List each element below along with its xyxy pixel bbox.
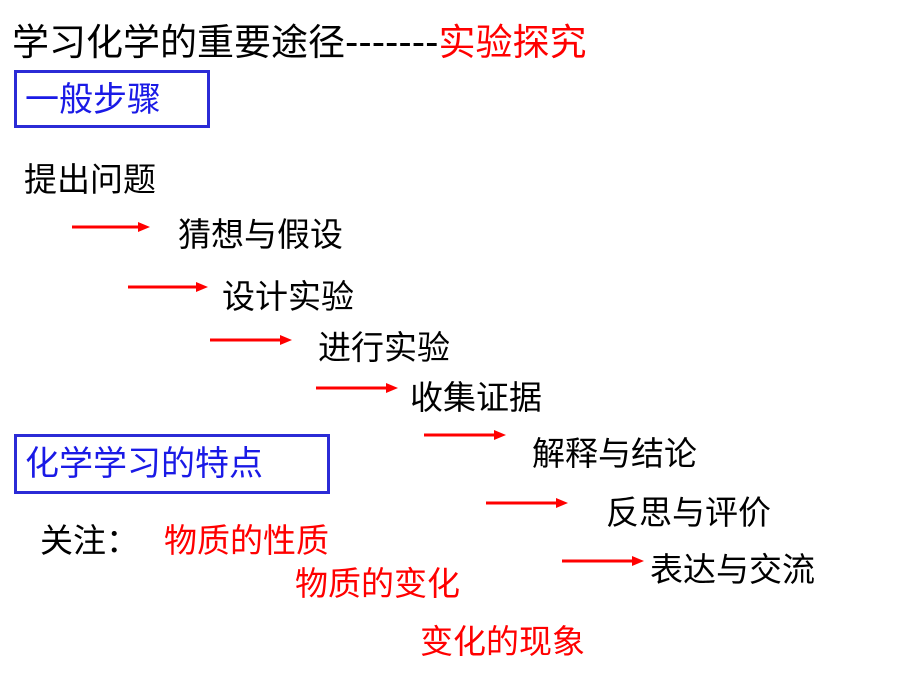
step-8: 表达与交流 bbox=[650, 550, 815, 589]
arrow-icon bbox=[72, 222, 150, 232]
arrow-icon bbox=[316, 383, 398, 393]
arrow-icon bbox=[562, 556, 644, 566]
title-main: 学习化学的重要途径------- bbox=[12, 21, 439, 64]
step-3: 设计实验 bbox=[222, 277, 354, 316]
step-7: 反思与评价 bbox=[606, 493, 771, 532]
arrow-icon bbox=[210, 335, 292, 345]
step-4: 进行实验 bbox=[318, 328, 450, 367]
focus-item-1: 物质的性质 bbox=[164, 521, 329, 560]
step-5: 收集证据 bbox=[410, 378, 542, 417]
arrow-icon bbox=[424, 430, 506, 440]
focus-item-3: 变化的现象 bbox=[420, 622, 585, 661]
slide-title: 学习化学的重要途径-------实验探究 bbox=[12, 24, 586, 61]
title-accent: 实验探究 bbox=[438, 21, 587, 64]
arrow-icon bbox=[486, 498, 568, 508]
focus-label: 关注： bbox=[40, 521, 139, 560]
features-box: 化学学习的特点 bbox=[14, 434, 330, 494]
step-2: 猜想与假设 bbox=[178, 215, 343, 254]
focus-item-2: 物质的变化 bbox=[295, 564, 460, 603]
step-1: 提出问题 bbox=[24, 160, 156, 199]
step-6: 解释与结论 bbox=[532, 434, 697, 473]
arrow-icon bbox=[128, 282, 208, 292]
general-steps-box: 一般步骤 bbox=[14, 70, 210, 128]
